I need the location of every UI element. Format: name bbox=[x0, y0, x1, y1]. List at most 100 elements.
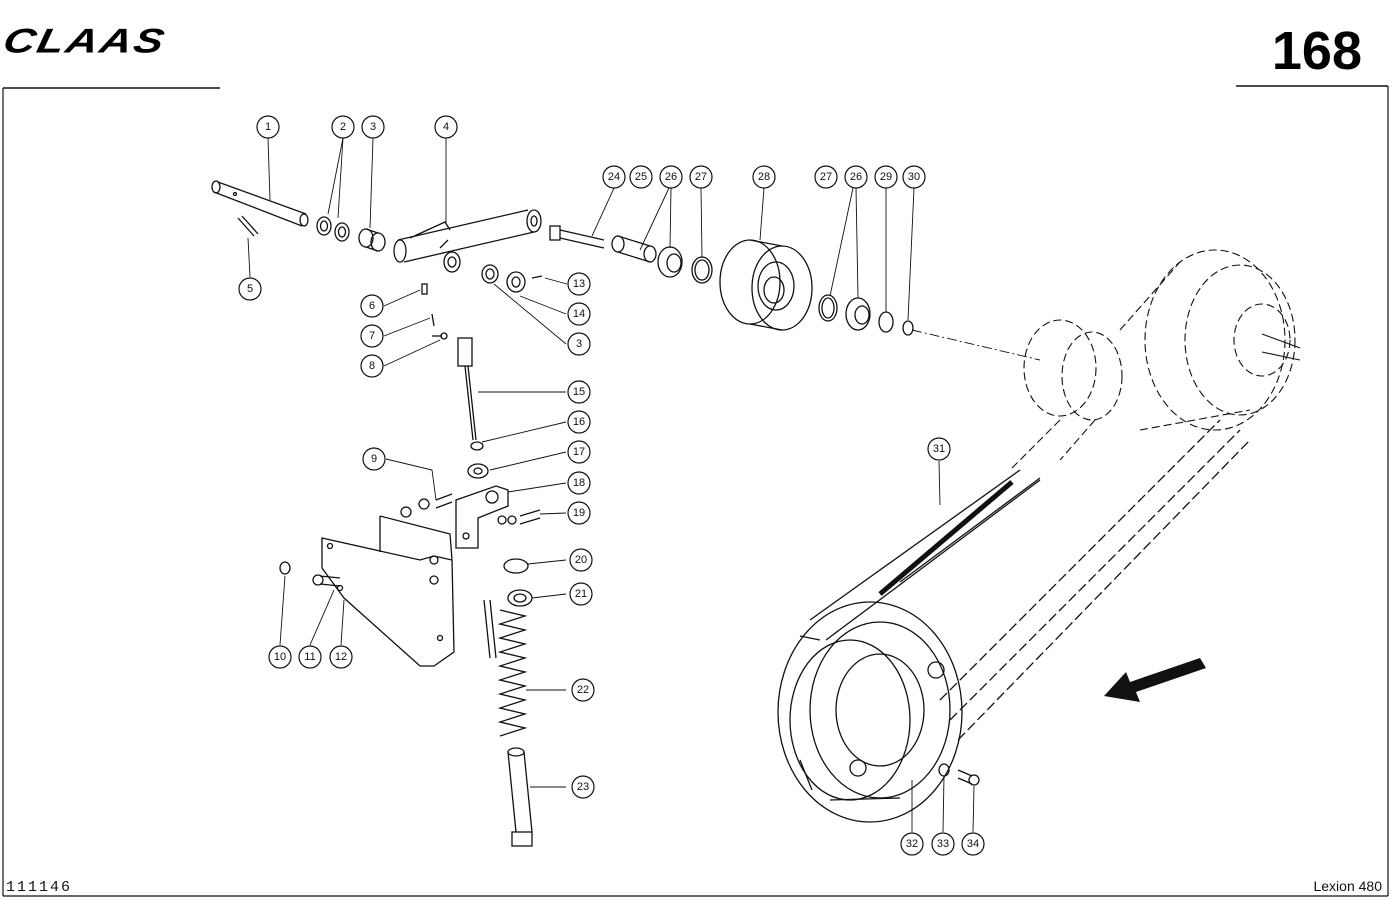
callout-circle bbox=[567, 272, 591, 296]
callout-label: 7 bbox=[369, 330, 375, 342]
leader-lines bbox=[247, 137, 975, 833]
callout-label: 15 bbox=[573, 386, 585, 398]
callout-circle bbox=[900, 832, 924, 856]
callout-circle bbox=[571, 678, 595, 702]
part-main-pulley bbox=[777, 601, 963, 823]
callout-circle bbox=[844, 165, 868, 189]
callout-label: 11 bbox=[304, 651, 315, 663]
part-nut-washer bbox=[467, 441, 489, 479]
callout-1: 1 bbox=[256, 115, 280, 139]
callout-label: 31 bbox=[933, 443, 945, 455]
callout-circle bbox=[361, 115, 385, 139]
callout-circle bbox=[659, 165, 683, 189]
callout-8: 8 bbox=[360, 354, 384, 378]
callout-circle bbox=[874, 165, 898, 189]
callout-14: 14 bbox=[567, 302, 591, 326]
callout-12: 12 bbox=[329, 645, 353, 669]
callout-label: 6 bbox=[369, 300, 375, 312]
callout-label: 32 bbox=[906, 838, 918, 850]
callout-label: 4 bbox=[443, 121, 449, 133]
callout-3: 3 bbox=[361, 115, 385, 139]
callout-label: 16 bbox=[573, 416, 585, 428]
callout-label: 18 bbox=[573, 477, 585, 489]
callout-26: 26 bbox=[659, 165, 683, 189]
callout-label: 1 bbox=[265, 121, 271, 133]
callout-circle bbox=[567, 410, 591, 434]
callout-circle bbox=[360, 294, 384, 318]
callout-circle bbox=[927, 437, 951, 461]
part-rod bbox=[457, 337, 477, 441]
part-idler-pulley bbox=[719, 239, 813, 331]
callout-29: 29 bbox=[874, 165, 898, 189]
callout-10: 10 bbox=[268, 645, 292, 669]
callout-4: 4 bbox=[434, 115, 458, 139]
callout-label: 5 bbox=[247, 283, 253, 295]
callout-21: 21 bbox=[569, 582, 593, 606]
callout-30: 30 bbox=[902, 165, 926, 189]
callout-circle bbox=[569, 582, 593, 606]
phantom-drive-pulleys bbox=[1009, 249, 1296, 471]
callout-label: 9 bbox=[371, 453, 377, 465]
callout-circle bbox=[752, 165, 776, 189]
callout-circle bbox=[961, 832, 985, 856]
callout-label: 33 bbox=[937, 838, 949, 850]
callout-circle bbox=[567, 501, 591, 525]
callout-7: 7 bbox=[360, 324, 384, 348]
page-number: 168 bbox=[1271, 21, 1362, 81]
part-belt bbox=[809, 419, 1251, 741]
callout-28: 28 bbox=[752, 165, 776, 189]
callout-circle bbox=[571, 775, 595, 799]
callout-label: 3 bbox=[370, 121, 376, 133]
part-bolt bbox=[497, 509, 541, 525]
callout-27: 27 bbox=[689, 165, 713, 189]
callout-circle bbox=[329, 645, 353, 669]
callout-label: 30 bbox=[908, 171, 920, 183]
part-collar bbox=[481, 264, 543, 293]
callout-label: 3 bbox=[576, 338, 582, 350]
callout-18: 18 bbox=[567, 471, 591, 495]
part-spacer bbox=[611, 235, 657, 263]
callout-circle bbox=[567, 380, 591, 404]
callout-16: 16 bbox=[567, 410, 591, 434]
callout-20: 20 bbox=[569, 548, 593, 572]
callout-label: 17 bbox=[573, 446, 585, 458]
callout-32: 32 bbox=[900, 832, 924, 856]
part-washers bbox=[316, 216, 350, 242]
part-shaft bbox=[211, 180, 309, 227]
part-long-bolt bbox=[507, 747, 533, 847]
callout-circle bbox=[268, 645, 292, 669]
callout-17: 17 bbox=[567, 440, 591, 464]
rotation-direction-arrow bbox=[1104, 658, 1206, 702]
drawing-reference-number: 111146 bbox=[6, 879, 73, 896]
part-circlip-right bbox=[818, 294, 838, 322]
callout-circle bbox=[569, 548, 593, 572]
part-pin bbox=[237, 215, 259, 237]
callout-label: 26 bbox=[665, 171, 677, 183]
callout-label: 12 bbox=[335, 651, 347, 663]
callout-circle bbox=[256, 115, 280, 139]
callout-9: 9 bbox=[362, 447, 386, 471]
callout-label: 2 bbox=[340, 121, 346, 133]
part-bushing bbox=[358, 228, 386, 252]
callout-24: 24 bbox=[602, 165, 626, 189]
callout-label: 26 bbox=[850, 171, 862, 183]
callout-5: 5 bbox=[238, 277, 262, 301]
part-bracket bbox=[455, 485, 509, 549]
callout-label: 10 bbox=[274, 651, 286, 663]
callout-circle bbox=[298, 645, 322, 669]
part-mounting-plate bbox=[321, 515, 455, 667]
callout-circle bbox=[629, 165, 653, 189]
callout-label: 20 bbox=[575, 554, 587, 566]
callout-31: 31 bbox=[927, 437, 951, 461]
callout-label: 27 bbox=[695, 171, 707, 183]
callout-label: 19 bbox=[573, 507, 585, 519]
callout-26: 26 bbox=[844, 165, 868, 189]
callout-label: 22 bbox=[577, 684, 589, 696]
callout-circle bbox=[567, 332, 591, 356]
callout-label: 8 bbox=[369, 360, 375, 372]
callout-label: 21 bbox=[575, 588, 587, 600]
callout-3: 3 bbox=[567, 332, 591, 356]
part-lever-arm bbox=[393, 209, 542, 273]
